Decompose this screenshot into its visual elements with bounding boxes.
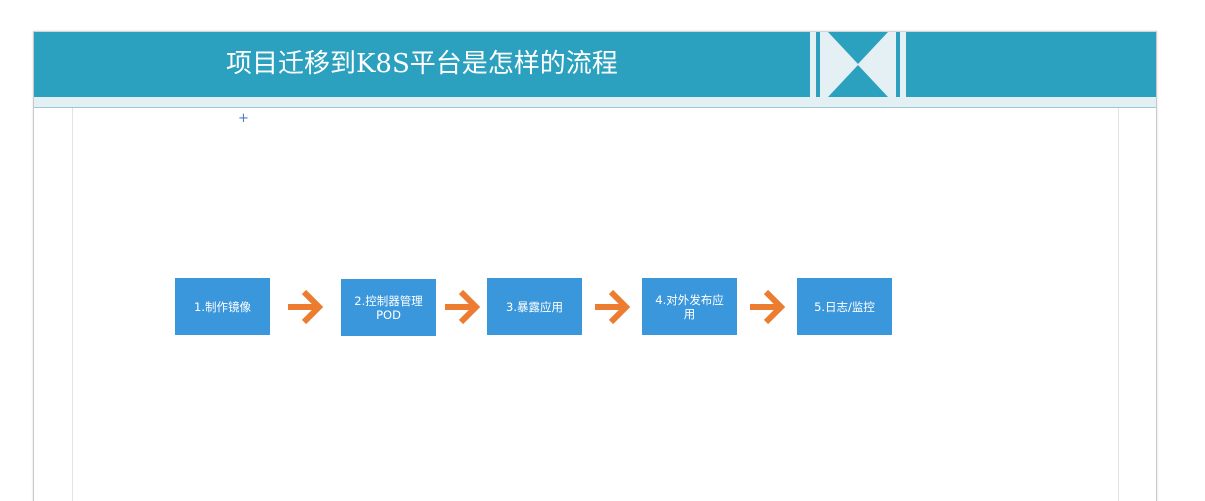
left-margin-guide [72, 108, 73, 501]
right-arrow-icon [595, 289, 631, 325]
right-margin-guide [1118, 108, 1119, 501]
bowtie-decoration-icon [810, 32, 906, 97]
step-label-1: 1.制作镜像 [194, 299, 251, 314]
title-bar-underline [34, 97, 1156, 108]
slide-title: 项目迁移到K8S平台是怎样的流程 [226, 49, 618, 79]
step-label-4: 4.对外发布应用 [655, 292, 724, 321]
step-label-5: 5.日志/监控 [814, 299, 875, 314]
right-arrow-icon [445, 289, 481, 325]
title-bar: 项目迁移到K8S平台是怎样的流程 [34, 32, 1156, 97]
slide: 项目迁移到K8S平台是怎样的流程 + [33, 31, 1157, 501]
step-label-2: 2.控制器管理POD [354, 293, 423, 322]
step-box-2: 2.控制器管理POD [341, 279, 436, 336]
step-box-3: 3.暴露应用 [487, 278, 582, 335]
crosshair-icon: + [238, 111, 249, 126]
step-box-5: 5.日志/监控 [797, 278, 892, 335]
step-label-3: 3.暴露应用 [506, 299, 563, 314]
right-arrow-icon [750, 289, 786, 325]
step-box-4: 4.对外发布应用 [642, 278, 737, 335]
step-box-1: 1.制作镜像 [175, 278, 270, 335]
right-arrow-icon [288, 289, 324, 325]
